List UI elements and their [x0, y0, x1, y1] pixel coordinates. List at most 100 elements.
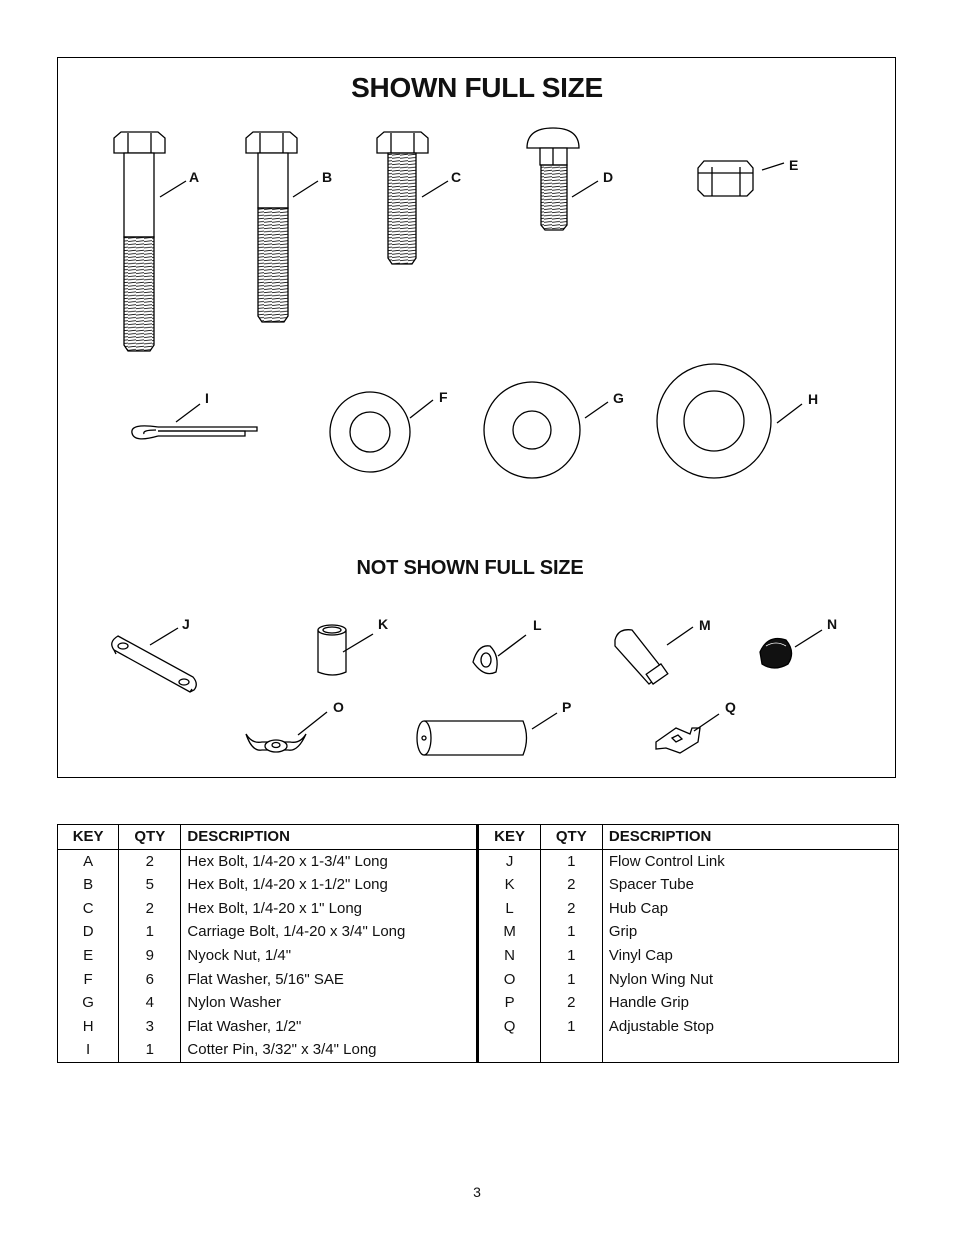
table-cell: Flat Washer, 1/2" — [180, 1014, 480, 1039]
carriage-bolt-d-icon — [527, 128, 598, 230]
nylon-washer-g-icon — [484, 382, 608, 478]
callout-m: M — [699, 617, 711, 633]
callout-k: K — [378, 616, 389, 632]
table-cell: Grip — [608, 923, 638, 941]
callout-e: E — [789, 157, 799, 173]
table-cell: Cotter Pin, 3/32" x 3/4" Long — [180, 1038, 480, 1063]
table-cell: 2 — [118, 896, 182, 921]
table-cell: 2 — [540, 991, 603, 1015]
table-cell: J — [477, 849, 541, 874]
callout-l: L — [533, 617, 542, 633]
table-cell: Handle Grip — [608, 994, 689, 1012]
nylock-nut-e-icon — [698, 161, 784, 196]
vinyl-cap-n-icon — [760, 630, 822, 668]
column-header: DESCRIPTION — [180, 824, 480, 850]
table-cell: Flat Washer, 5/16" SAE — [180, 967, 480, 992]
callout-j: J — [182, 616, 190, 632]
table-cell: O — [477, 967, 541, 992]
flat-washer-h-icon — [657, 364, 802, 478]
table-cell — [477, 1038, 541, 1063]
not-shown-full-size-heading: NOT SHOWN FULL SIZE — [356, 557, 584, 579]
table-cell: G — [57, 991, 120, 1015]
table-cell: Vinyl Cap — [608, 946, 673, 964]
table-cell: 1 — [540, 943, 603, 968]
cotter-pin-i-icon — [132, 404, 257, 439]
table-cell: K — [477, 873, 541, 897]
table-cell: Hex Bolt, 1/4-20 x 1-1/2" Long — [180, 873, 480, 897]
table-cell: Hub Cap — [608, 899, 669, 917]
callout-h: H — [808, 391, 819, 407]
column-header: QTY — [540, 824, 603, 850]
table-cell: H — [57, 1014, 120, 1039]
table-cell: 6 — [118, 967, 182, 992]
spacer-tube-k-icon — [318, 625, 373, 675]
parts-table: KEY QTY DESCRIPTION KEY QTY DESCRIPTION … — [57, 824, 899, 1063]
table-cell: Q — [477, 1014, 541, 1039]
table-cell: 5 — [118, 873, 182, 897]
table-cell: Hex Bolt, 1/4-20 x 1" Long — [180, 896, 480, 921]
callout-g: G — [613, 390, 624, 406]
callout-c: C — [451, 169, 462, 185]
table-cell: 2 — [540, 873, 603, 897]
flat-washer-f-icon — [330, 392, 433, 472]
column-header: KEY — [477, 824, 541, 850]
table-cell: 1 — [540, 920, 603, 944]
hex-bolt-c-icon — [377, 132, 448, 264]
table-cell: I — [57, 1038, 120, 1063]
table-cell: 9 — [118, 943, 182, 968]
table-cell: 4 — [118, 991, 182, 1015]
table-cell: Hex Bolt, 1/4-20 x 1-3/4" Long — [180, 849, 480, 874]
callout-b: B — [322, 169, 333, 185]
table-cell: Nylon Washer — [180, 991, 480, 1015]
hardware-frame — [57, 57, 896, 778]
page-number: 3 — [473, 1184, 481, 1200]
column-header: QTY — [118, 824, 182, 850]
table-cell: E — [57, 943, 120, 968]
grip-m-icon — [615, 627, 693, 684]
table-cell: M — [477, 920, 541, 944]
wing-nut-o-icon — [246, 712, 327, 752]
table-cell: Adjustable Stop — [608, 1017, 714, 1035]
table-cell: 1 — [118, 920, 182, 944]
table-cell: 1 — [540, 1014, 603, 1039]
table-cell: 1 — [540, 849, 603, 874]
hex-bolt-b-icon — [246, 132, 318, 322]
column-header: DESCRIPTION — [602, 824, 899, 850]
table-cell — [540, 1038, 603, 1063]
shown-full-size-heading: SHOWN FULL SIZE — [351, 72, 603, 103]
table-cell: F — [57, 967, 120, 992]
callout-f: F — [439, 389, 448, 405]
callout-a: A — [189, 169, 200, 185]
table-cell: Flow Control Link — [608, 852, 725, 870]
table-cell: Carriage Bolt, 1/4-20 x 3/4" Long — [180, 920, 480, 944]
table-cell — [602, 1038, 898, 1062]
table-cell: 3 — [118, 1014, 182, 1039]
callout-i: I — [205, 390, 209, 406]
handle-grip-p-icon — [417, 713, 557, 755]
adjustable-stop-q-icon — [656, 714, 719, 753]
table-header-row: KEY QTY DESCRIPTION KEY QTY DESCRIPTION — [57, 824, 899, 850]
table-cell: D — [57, 920, 120, 944]
table-cell: Spacer Tube — [608, 876, 694, 894]
table-cell: Nylon Wing Nut — [608, 970, 714, 988]
table-cell: B — [57, 873, 120, 897]
table-cell: C — [57, 896, 120, 921]
table-cell: 2 — [540, 896, 603, 921]
callout-p: P — [562, 699, 572, 715]
table-cell: 1 — [118, 1038, 182, 1063]
table-cell: Nyock Nut, 1/4" — [180, 943, 480, 968]
table-cell: L — [477, 896, 541, 921]
callout-n: N — [827, 616, 838, 632]
table-cell: P — [477, 991, 541, 1015]
table-cell: A — [57, 849, 120, 874]
table-cell: 1 — [540, 967, 603, 992]
table-cell: N — [477, 943, 541, 968]
table-cell: 2 — [118, 849, 182, 874]
callout-d: D — [603, 169, 614, 185]
